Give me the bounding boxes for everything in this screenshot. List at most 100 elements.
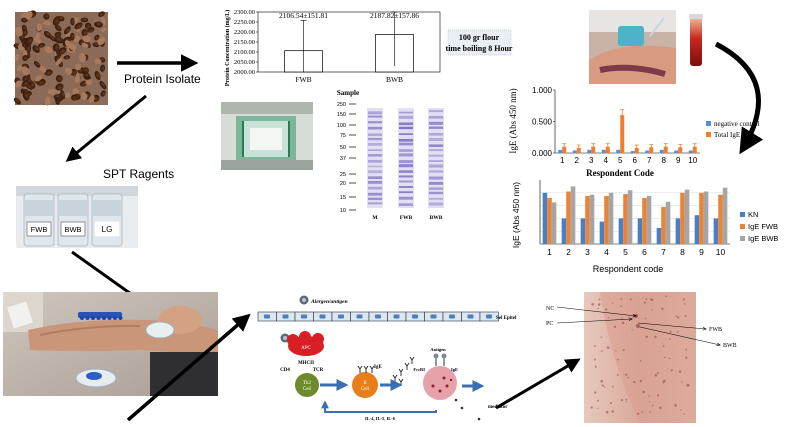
electrophoresis-photo <box>221 102 313 170</box>
ige-antibody-icon <box>369 365 375 373</box>
gel-band <box>368 186 382 190</box>
bar-kn <box>713 218 719 244</box>
gel-band <box>399 175 413 178</box>
gel-band <box>429 202 443 206</box>
skin-spot <box>639 360 642 362</box>
bean <box>54 24 62 32</box>
bean <box>97 36 106 46</box>
gel-band <box>368 115 382 118</box>
skin-spot <box>598 298 601 301</box>
skin-spot <box>600 336 603 338</box>
ige-antibody-icon <box>404 362 410 370</box>
skin-spot <box>621 321 625 325</box>
gel-band <box>429 170 443 173</box>
epithelial-nucleus <box>449 314 455 319</box>
y-tick-label: 1.000 <box>532 86 553 95</box>
gel-band <box>368 111 382 115</box>
th2-cell: Th2 Cell <box>295 373 319 397</box>
skin-spot <box>670 369 673 372</box>
bean <box>64 40 73 49</box>
b-cell: B Cell <box>352 372 378 398</box>
gel-band <box>399 186 413 188</box>
bean <box>54 36 64 44</box>
bar-ige-bwb <box>684 189 690 244</box>
skin-spot <box>625 401 627 403</box>
sel-epitel-label: Sel Epitel <box>496 316 517 321</box>
legend-swatch <box>706 132 711 137</box>
x-tick-label: 1 <box>560 156 565 165</box>
spt-reagents-label: SPT Ragents <box>103 167 174 181</box>
gel-band <box>399 122 413 126</box>
gel-band <box>368 165 382 168</box>
bar-negative-control <box>645 150 650 153</box>
gel-band <box>368 154 382 157</box>
skin-spot <box>620 305 622 308</box>
bean <box>13 97 21 105</box>
bar-kn <box>694 215 700 244</box>
x-tick-label: 3 <box>589 156 594 165</box>
skin-spot <box>675 315 678 317</box>
gel-ladder-label: 10 <box>340 208 346 214</box>
bar-ige-bwb <box>703 191 709 244</box>
lancet-tip <box>118 316 123 320</box>
skin-spot <box>590 406 593 409</box>
bar-kn <box>561 218 567 244</box>
bar-kn <box>599 221 605 244</box>
bean <box>39 65 47 73</box>
bean <box>44 69 53 76</box>
x-tick-label: 7 <box>647 156 652 165</box>
epithelial-nucleus <box>356 314 363 319</box>
pc-pointer <box>556 319 632 324</box>
skin-spot <box>634 381 636 384</box>
skin-spot <box>651 404 654 407</box>
bean <box>100 27 107 33</box>
x-tick-label: 5 <box>618 156 623 165</box>
bar-ige-bwb <box>646 196 652 244</box>
gel-band <box>368 121 382 124</box>
bar-negative-control <box>587 149 592 153</box>
skin-spot <box>645 298 648 300</box>
gel-band <box>399 191 413 194</box>
bean <box>33 60 41 68</box>
bean <box>80 92 88 101</box>
bean <box>33 37 42 44</box>
bar-total-ige <box>620 115 625 153</box>
skin-spot <box>621 317 623 320</box>
x-tick-label: 8 <box>680 247 685 257</box>
gel-band <box>399 203 413 206</box>
x-tick-label: 8 <box>662 156 667 165</box>
gel-ladder-label: 50 <box>340 145 346 151</box>
bean <box>47 88 57 95</box>
skin-spot <box>597 399 599 402</box>
x-tick-label: 9 <box>699 247 704 257</box>
protein-isolate-label: Protein Isolate <box>124 72 201 86</box>
annotation-flour: 100 gr flour <box>459 33 500 42</box>
gel-band <box>429 144 443 147</box>
skin-spot <box>639 379 643 383</box>
skin-spot <box>637 412 640 415</box>
ige-antibody-icon <box>357 365 363 373</box>
skin-spot <box>593 345 596 347</box>
annotation-boiling-time: time boiling 8 Hour <box>446 44 513 53</box>
skin-spot <box>662 345 665 348</box>
skin-spot <box>641 411 644 413</box>
skin-spot <box>678 370 682 373</box>
bean <box>79 52 86 63</box>
bean <box>52 16 60 26</box>
curved-arrow-to-ige-chart <box>714 41 764 155</box>
skin-spot <box>668 357 671 360</box>
bean <box>55 83 64 91</box>
bar-negative-control <box>674 150 679 153</box>
skin-spot <box>669 330 672 333</box>
skin-spot <box>631 329 633 331</box>
gel-ladder-label: 37 <box>340 156 346 162</box>
vial-label: FWB <box>31 225 48 234</box>
cd4-label: CD4 <box>280 368 290 373</box>
bar-negative-control <box>659 149 664 153</box>
skin-spot <box>677 316 680 319</box>
arrow-to-skin-result <box>495 358 581 410</box>
nc-label: NC <box>546 306 554 312</box>
bar-negative-control <box>572 150 577 153</box>
bean <box>22 91 30 101</box>
bean <box>74 73 81 84</box>
